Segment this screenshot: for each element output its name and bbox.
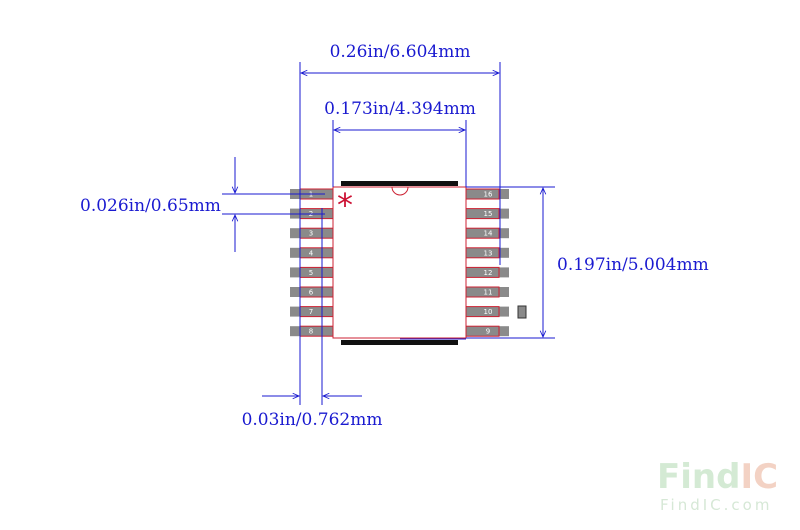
pin-number: 7: [309, 308, 313, 316]
pin-number: 15: [484, 210, 493, 218]
svg-text:FindIC: FindIC: [657, 457, 778, 497]
pad-body: [466, 267, 509, 278]
pin-number: 16: [484, 191, 493, 199]
dimension-label-body-width: 0.173in/4.394mm: [324, 99, 476, 119]
pad-body: [290, 326, 333, 337]
pin1-marker: *: [337, 186, 353, 224]
pad-10: 10: [465, 306, 509, 318]
body-outline: [332, 186, 467, 339]
pad-16: 16: [465, 188, 509, 200]
pin-number: 14: [484, 230, 493, 238]
pad-outline: [465, 306, 500, 318]
pad-outline: [465, 266, 500, 278]
pad-body: [290, 306, 333, 317]
pad-11: 11: [465, 286, 509, 298]
pad-body: [290, 287, 333, 297]
pad-outline: [465, 208, 500, 220]
pad-outline: [465, 325, 500, 337]
dimension-label-overall-width: 0.26in/6.604mm: [330, 42, 471, 62]
dimension-label-pad-width: 0.03in/0.762mm: [242, 410, 383, 430]
pad-body: [290, 228, 333, 239]
pad-body: [466, 208, 509, 219]
fiducial-mark: [517, 305, 527, 319]
pad-outline: [465, 247, 500, 259]
pad-14: 14: [465, 227, 509, 239]
pad-4: 4: [290, 247, 334, 259]
pad-outline: [465, 188, 500, 200]
pad-7: 7: [290, 306, 334, 318]
package-body: *: [332, 181, 467, 345]
dimension-height: 0.197in/5.004mm: [466, 186, 709, 339]
dimension-body-width: 0.173in/4.394mm: [324, 99, 476, 187]
pad-5: 5: [290, 266, 334, 278]
pin-number: 4: [309, 249, 314, 257]
dimension-pad-width: 0.03in/0.762mm: [242, 208, 383, 430]
pad-outline: [465, 286, 500, 298]
pin-number: 8: [309, 328, 313, 336]
dimension-pitch: 0.026in/0.65mm: [80, 157, 325, 252]
body-bottom-bar: [341, 340, 458, 345]
pad-body: [466, 287, 509, 297]
left-pads: 12345678: [290, 188, 334, 337]
findic-watermark: FindIC FindIC.com: [657, 457, 778, 514]
pad-body: [290, 247, 333, 258]
pad-9: 9: [465, 325, 509, 337]
pad-body: [466, 228, 509, 239]
dimension-overall-width: 0.26in/6.604mm: [299, 42, 501, 405]
pad-body: [466, 247, 509, 258]
watermark-ic: IC: [740, 457, 778, 497]
pin-number: 5: [309, 269, 313, 277]
pad-8: 8: [290, 325, 334, 337]
pin-number: 12: [484, 269, 493, 277]
pad-body: [466, 306, 509, 317]
pad-3: 3: [290, 227, 334, 239]
dimension-label-height: 0.197in/5.004mm: [557, 255, 709, 275]
pin-number: 6: [309, 289, 314, 297]
pin-number: 3: [309, 230, 313, 238]
pad-outline: [465, 227, 500, 239]
pad-12: 12: [465, 266, 509, 278]
pin-number: 10: [484, 308, 493, 316]
right-pads: 16 15 14 13 12 11 10 9: [465, 188, 509, 337]
pad-body: [466, 326, 509, 337]
body-top-bar: [341, 181, 458, 186]
pad-13: 13: [465, 247, 509, 259]
pin-number: 9: [486, 328, 490, 336]
pad-6: 6: [290, 286, 334, 298]
pin1-notch: [391, 186, 409, 196]
pad-body: [290, 267, 333, 278]
watermark-find: Find: [657, 457, 740, 497]
pin-number: 11: [484, 289, 493, 297]
watermark-url: FindIC.com: [660, 496, 772, 514]
pin-number: 13: [484, 249, 493, 257]
pad-body: [466, 189, 509, 199]
pad-15: 15: [465, 208, 509, 220]
dimension-label-pitch: 0.026in/0.65mm: [80, 196, 221, 216]
